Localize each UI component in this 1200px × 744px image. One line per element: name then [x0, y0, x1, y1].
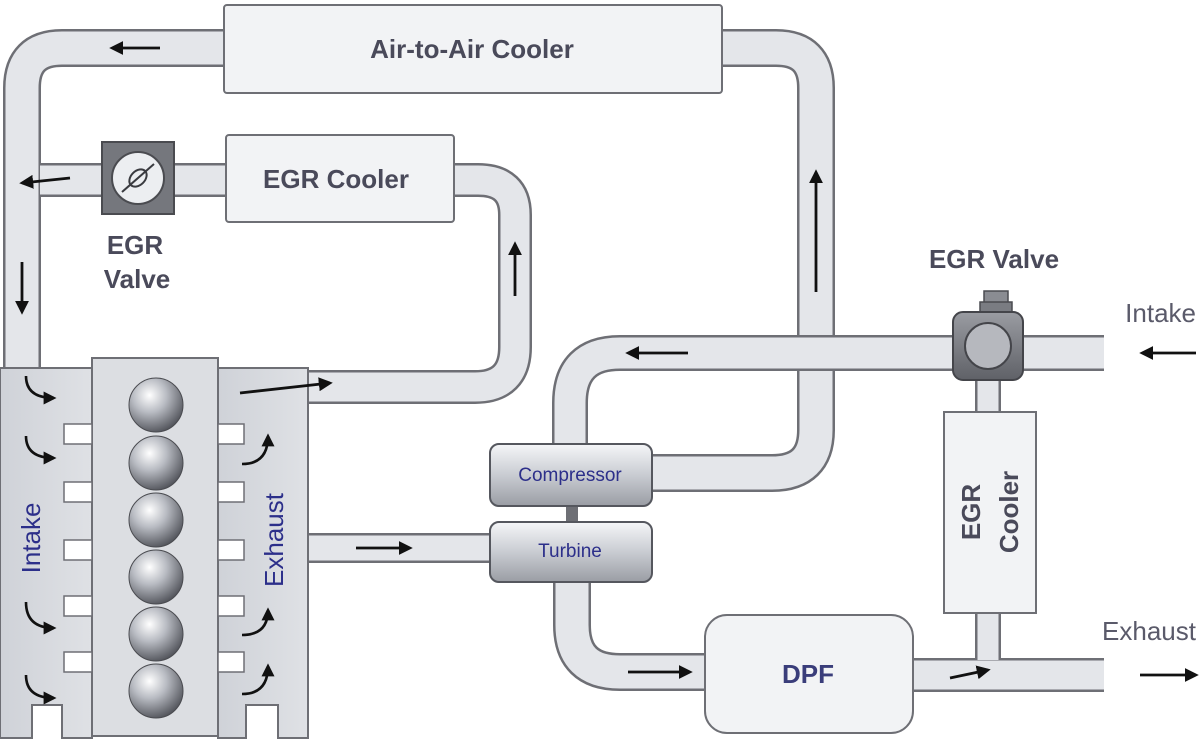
cylinder-icon — [128, 663, 184, 719]
air-to-air-cooler: Air-to-Air Cooler — [223, 4, 723, 94]
air-to-air-cooler-label: Air-to-Air Cooler — [370, 34, 574, 64]
arrow-icon — [24, 435, 57, 465]
compressor-label: Compressor — [518, 465, 622, 486]
egr-cooler-top: EGR Cooler — [225, 134, 455, 223]
arrow-icon — [241, 607, 275, 637]
exhaust-outside-label: Exhaust — [1102, 616, 1197, 646]
egr-cooler-right-label-1: EGR — [956, 484, 986, 541]
intake-outside-label: Intake — [1125, 298, 1196, 328]
pipes — [3, 29, 1104, 692]
compressor: Compressor — [489, 443, 653, 507]
cylinder-icon — [128, 435, 184, 491]
turbine: Turbine — [489, 521, 653, 583]
egr-valve-left-label-1: EGR — [107, 230, 164, 260]
manifold-arrows — [24, 375, 275, 705]
egr-cooler-right: EGR Cooler — [943, 411, 1037, 614]
arrow-icon — [19, 174, 71, 189]
egr-valve-right-label: EGR Valve — [929, 244, 1059, 274]
intake-manifold-label: Intake — [16, 503, 46, 574]
arrow-icon — [241, 663, 275, 696]
dpf: DPF — [704, 614, 914, 734]
exhaust-manifold-label: Exhaust — [259, 492, 289, 587]
intake-ports — [63, 423, 93, 673]
cylinder-icon — [128, 549, 184, 605]
egr-valve-left-label-2: Valve — [104, 264, 171, 294]
egr-cooler-top-label: EGR Cooler — [263, 164, 409, 194]
egr-valve-right: EGR Valve — [929, 244, 1059, 381]
arrow-icon — [241, 433, 275, 466]
cylinder-icon — [128, 606, 184, 662]
dpf-label: DPF — [782, 659, 834, 689]
arrow-icon — [24, 674, 57, 705]
valve-icon — [964, 322, 1012, 370]
exhaust-manifold — [217, 367, 309, 739]
egr-valve-left: EGR Valve — [101, 141, 175, 294]
cylinder-icon — [128, 377, 184, 433]
arrow-icon — [949, 665, 991, 680]
turbine-label: Turbine — [538, 541, 602, 562]
arrow-icon — [239, 377, 333, 395]
engine: Intake Exhaust — [0, 357, 309, 739]
exhaust-ports — [217, 423, 245, 673]
egr-cooler-right-label-2: Cooler — [994, 471, 1024, 553]
cylinder-icon — [128, 492, 184, 548]
arrow-icon — [24, 601, 57, 635]
arrow-icon — [24, 375, 57, 405]
flow-arrows — [15, 41, 1199, 682]
